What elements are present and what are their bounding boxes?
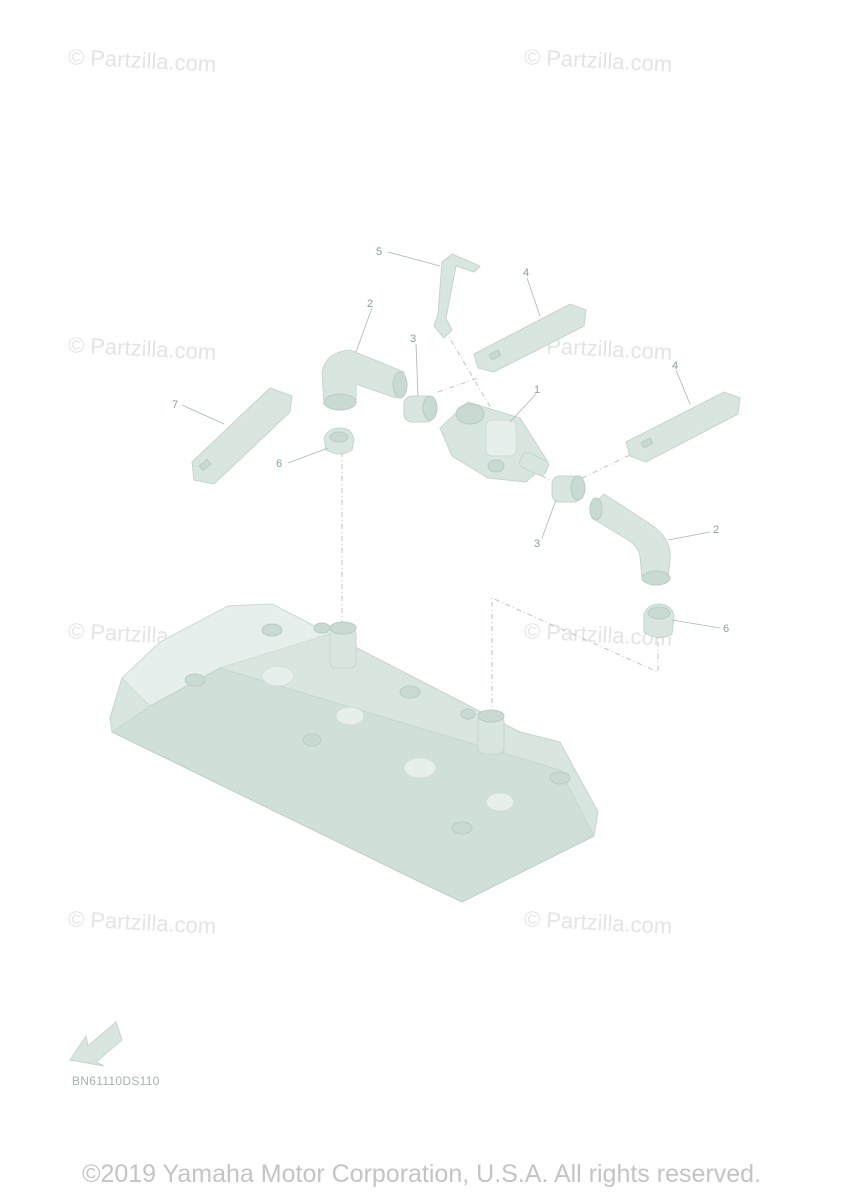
callout-6-upper: 6 (276, 458, 282, 470)
hose-lower (589, 493, 671, 586)
callout-numbers: 5 2 3 4 1 4 7 6 3 2 6 (172, 246, 729, 635)
stay-rod (433, 253, 481, 339)
callout-7: 7 (172, 399, 178, 411)
air-induction-valve (439, 401, 549, 483)
copyright-notice: ©2019 Yamaha Motor Corporation, U.S.A. A… (82, 1160, 761, 1188)
hose-clamp-lower (551, 475, 586, 503)
callout-1: 1 (534, 384, 540, 396)
callout-5: 5 (376, 246, 382, 258)
bracket-upper (473, 303, 587, 373)
hose-upper (321, 349, 408, 411)
callout-3-lower: 3 (534, 538, 540, 550)
hose-clip-lower (643, 603, 675, 638)
leader-lines (181, 251, 721, 629)
callout-2-lower: 2 (713, 524, 719, 536)
cylinder-head-cover (109, 603, 599, 903)
bracket-left (191, 387, 293, 485)
bracket-lower (625, 391, 741, 463)
callout-3-upper: 3 (410, 333, 416, 345)
front-arrow-icon (69, 1021, 123, 1067)
callout-6-lower: 6 (723, 623, 729, 635)
callout-4-upper: 4 (523, 267, 529, 279)
hose-clip-upper (323, 427, 355, 455)
callout-4-lower: 4 (672, 360, 678, 372)
diagram-code: BN61110DS110 (72, 1074, 160, 1088)
hose-clamp-upper (403, 395, 438, 423)
callout-2-upper: 2 (367, 298, 373, 310)
